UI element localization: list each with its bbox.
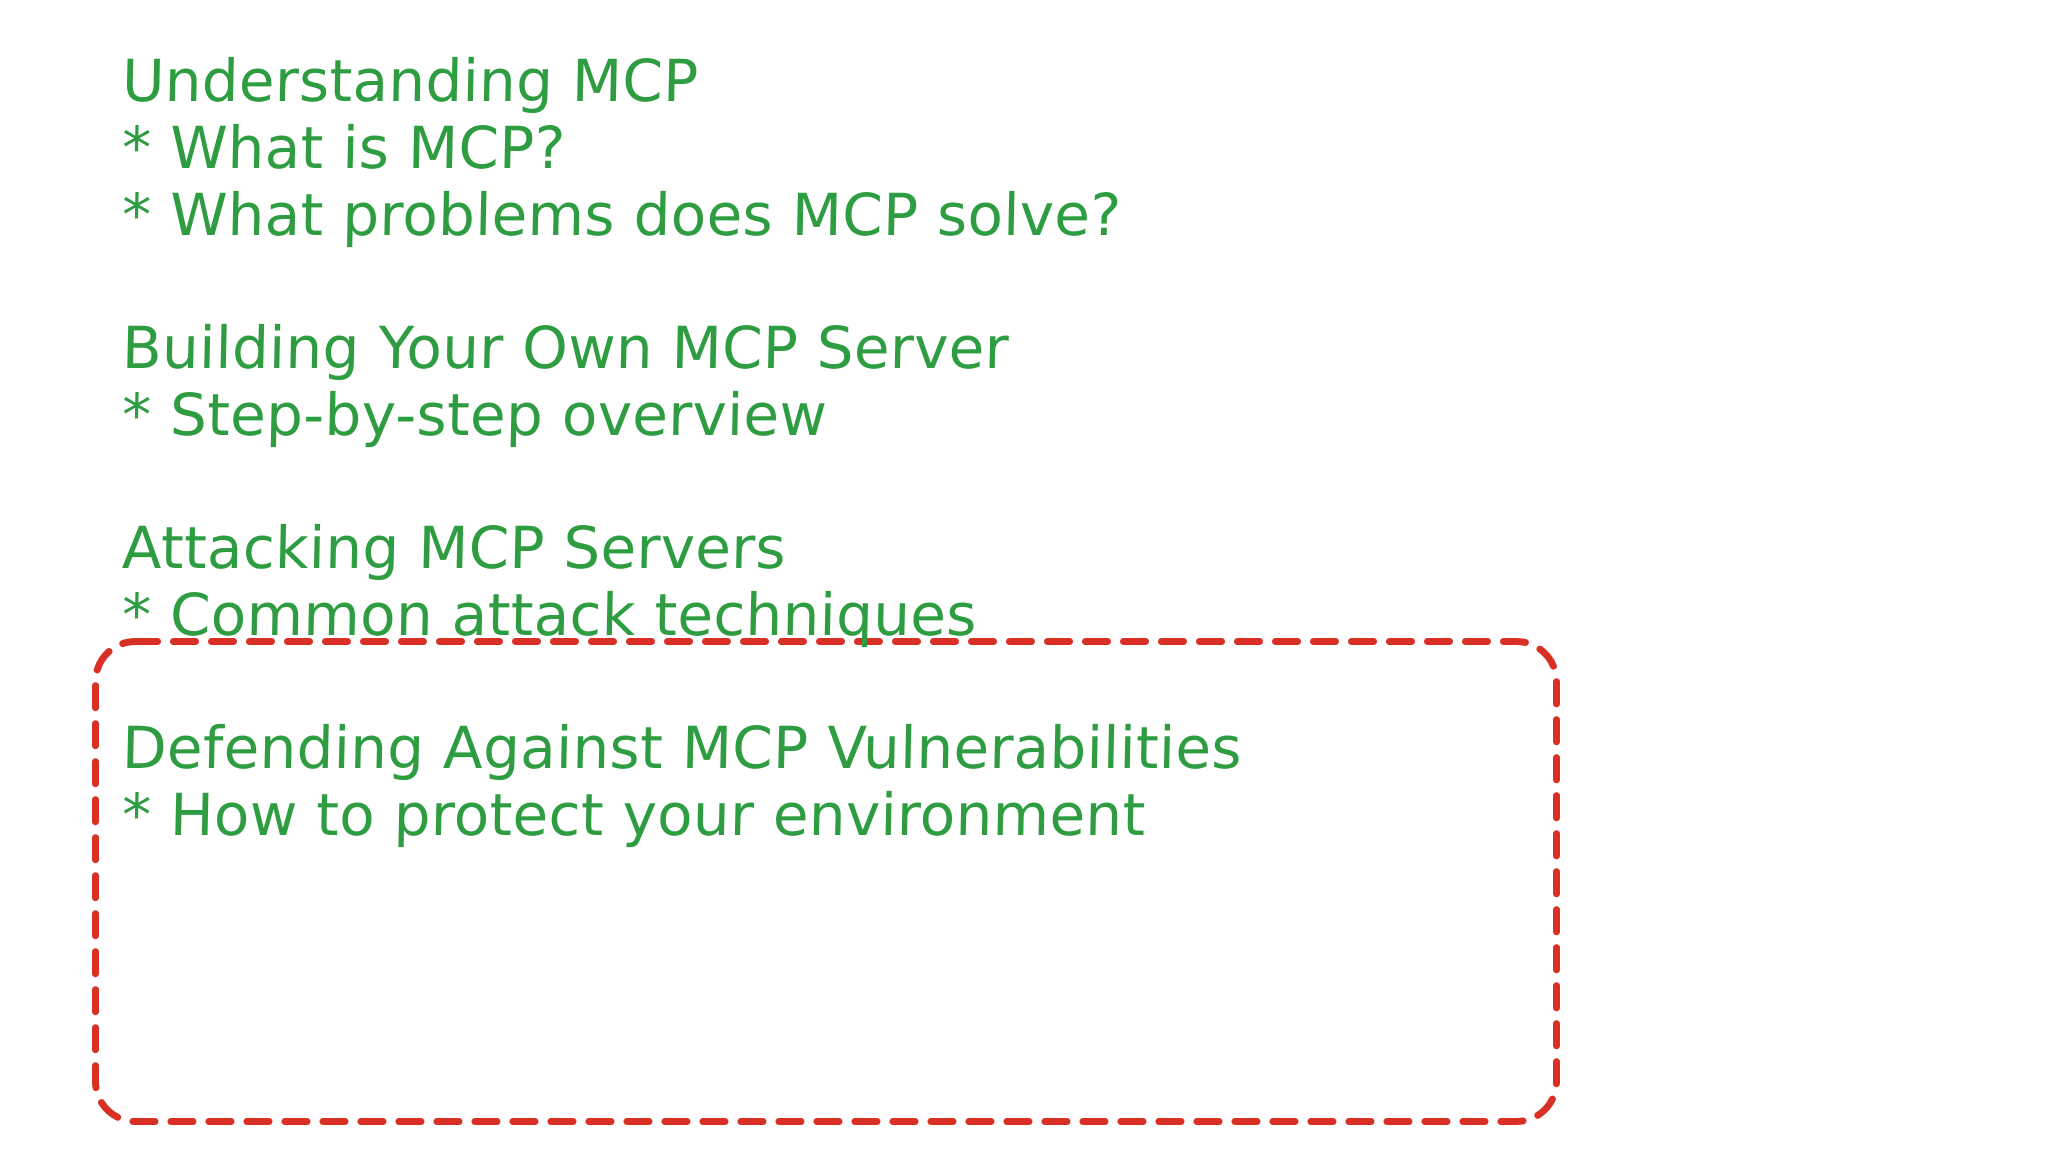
agenda-block-defending: Defending Against MCP Vulnerabilities * … xyxy=(121,714,1822,849)
agenda-block-understanding: Understanding MCP * What is MCP? * What … xyxy=(121,47,1822,249)
agenda-bullet-common-attack-techniques: * Common attack techniques xyxy=(121,581,978,649)
agenda-heading-building: Building Your Own MCP Server xyxy=(121,314,1010,382)
agenda-heading-attacking: Attacking MCP Servers xyxy=(121,514,787,582)
agenda-bullet-step-by-step: * Step-by-step overview xyxy=(121,381,828,449)
agenda-heading-defending: Defending Against MCP Vulnerabilities xyxy=(121,714,1243,782)
agenda-heading-understanding: Understanding MCP xyxy=(121,47,700,115)
agenda-bullet-how-to-protect: * How to protect your environment xyxy=(121,781,1147,849)
agenda-block-building: Building Your Own MCP Server * Step-by-s… xyxy=(121,314,1822,449)
agenda-bullet-what-is-mcp: * What is MCP? xyxy=(121,114,567,182)
agenda-block-attacking: Attacking MCP Servers * Common attack te… xyxy=(121,514,1822,649)
agenda-bullet-what-problems: * What problems does MCP solve? xyxy=(121,181,1123,249)
agenda-list: Understanding MCP * What is MCP? * What … xyxy=(121,0,1822,849)
